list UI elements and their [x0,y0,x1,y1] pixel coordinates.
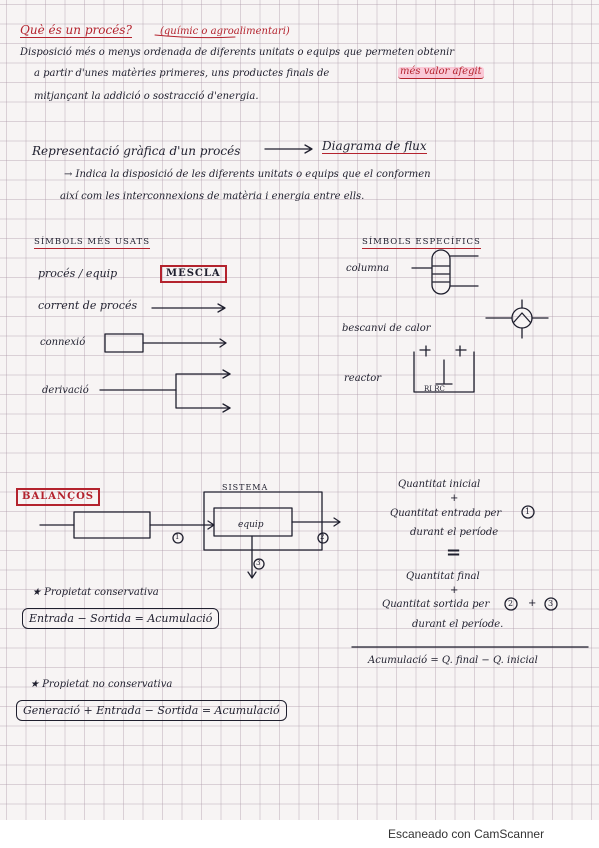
stream-circle-2 [317,532,329,544]
eq-initial: Quantitat inicial [398,479,481,490]
non-conservative-label: ★ Propietat no conservativa [30,679,173,690]
derivation-branches [175,373,231,409]
representation-line-2: així com les interconnexions de matèria … [60,191,365,202]
reactor-inlets [419,345,467,357]
stream-label-3: 3 [256,559,261,567]
eq-period-1: durant el període [410,527,499,538]
column-shape [431,249,451,295]
heat-exchanger-circle [511,307,533,329]
stream-circle-3 [253,558,265,570]
derivation-stream [247,535,257,579]
conservative-formula: Entrada − Sortida = Acumulació [22,608,220,629]
heat-exchanger-lines [485,312,549,323]
stream-circle-1 [172,532,184,544]
representation-arrow [264,144,313,154]
eq-period-2: durant el període. [412,619,504,630]
eq-exit-op: + [528,598,537,609]
title-question: Què és un procés? [20,23,132,38]
eq-entry-circle [521,505,535,519]
eq-entry: Quantitat entrada per [390,508,502,519]
equip-label: equip [238,520,264,530]
eq-exit-num-2: 3 [548,599,554,608]
eq-exit-circle-1 [504,597,518,611]
connection-box [104,333,144,353]
symbol-derivation-label: derivació [42,385,89,396]
eq-exit-circle-2 [544,597,558,611]
column-lines [411,255,479,287]
notebook-page: Què és un procés? (químic o agroalimenta… [0,0,599,820]
eq-exit-num-1: 2 [508,599,514,608]
connection-arrow [142,338,227,348]
symbols-specific-heading: SÍMBOLS ESPECÍFICS [362,237,481,249]
process-stream-arrow [151,303,226,313]
symbol-process-label: procés / equip [38,267,118,280]
symbol-connection-label: connexió [40,337,86,348]
definition-line-3: mitjançant la addició o sostracció d'ene… [34,91,259,102]
system-label: SISTEMA [222,483,269,492]
upstream-box [73,511,151,539]
equip-box [213,507,293,537]
conservative-label: ★ Propietat conservativa [32,587,159,598]
reactor-stirrer [435,359,453,385]
reactor-vessel [413,351,475,393]
symbols-common-heading: SÍMBOLS MÉS USATS [34,237,151,249]
column-trays [432,265,450,283]
eq-plus-2: + [450,585,459,596]
symbol-column-label: columna [346,263,390,274]
definition-line-2: a partir d'unes matèries primeres, uns p… [34,68,330,79]
eq-final: Quantitat final [406,571,480,582]
symbol-heat-exchange-label: bescanvi de calor [342,323,431,334]
stream-label-1: 1 [175,533,180,541]
representation-label: Representació gràfica d'un procés [32,144,241,158]
title-note: (químic o agroalimentari) [160,26,290,37]
title-note-underline [154,34,236,39]
definition-highlight: més valor afegit [398,66,484,79]
symbol-stream-label: corrent de procés [38,299,138,312]
eq-plus-1: + [450,493,459,504]
representation-target: Diagrama de flux [322,139,427,154]
accumulation-formula: Acumulació = Q. final − Q. inicial [368,655,538,666]
hand-drawn-diagrams [39,34,589,648]
eq-equals: = [446,542,462,563]
symbol-reactor-label: reactor [344,373,382,384]
scanner-footer: Escaneado con CamScanner [388,827,545,841]
feed-stream [39,520,215,530]
representation-line-1: → Indica la disposició de les diferents … [64,169,431,180]
derivation-arrowheads [222,369,231,413]
definition-line-1: Disposició més o menys ordenada de difer… [20,47,455,58]
system-boundary [203,491,323,551]
balances-heading: BALANÇOS [16,488,101,506]
eq-exit: Quantitat sortida per [382,599,490,610]
reactor-inner-label: RI RC [424,385,445,393]
non-conservative-formula: Generació + Entrada − Sortida = Acumulac… [16,700,287,721]
eq-entry-num: 1 [525,507,531,516]
mix-box-label: MESCLA [160,265,227,283]
exit-stream [291,517,341,527]
